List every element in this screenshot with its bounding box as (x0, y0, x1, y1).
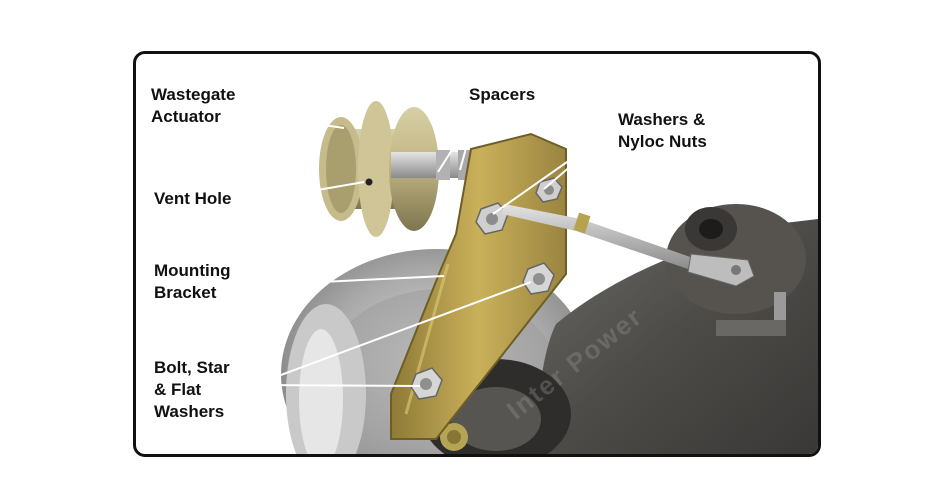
label-line: Mounting (154, 261, 231, 280)
label-wastegate-actuator: Wastegate Actuator (151, 84, 235, 128)
vent-hole-mark (365, 178, 373, 186)
wastegate-actuator (319, 101, 472, 237)
label-line: Washers (154, 402, 225, 421)
actuator-rod (502, 204, 786, 336)
label-line: Bracket (154, 283, 217, 302)
label-line: Vent Hole (154, 189, 232, 208)
label-bolt-star-flat-washers: Bolt, Star & Flat Washers (154, 357, 230, 423)
label-line: & Flat (154, 380, 202, 399)
label-line: Washers & (618, 110, 706, 129)
photo-frame: Wastegate Actuator Spacers Washers & Nyl… (133, 51, 821, 457)
label-line: Nyloc Nuts (618, 132, 707, 151)
label-line: Spacers (469, 85, 536, 104)
label-washers-nyloc-nuts: Washers & Nyloc Nuts (618, 109, 707, 153)
turbo-photo (240, 101, 818, 454)
label-vent-hole: Vent Hole (154, 188, 231, 210)
label-mounting-bracket: Mounting Bracket (154, 260, 230, 304)
label-spacers: Spacers (469, 84, 535, 106)
label-line: Actuator (151, 107, 221, 126)
label-line: Bolt, Star (154, 358, 230, 377)
label-line: Wastegate (151, 85, 236, 104)
